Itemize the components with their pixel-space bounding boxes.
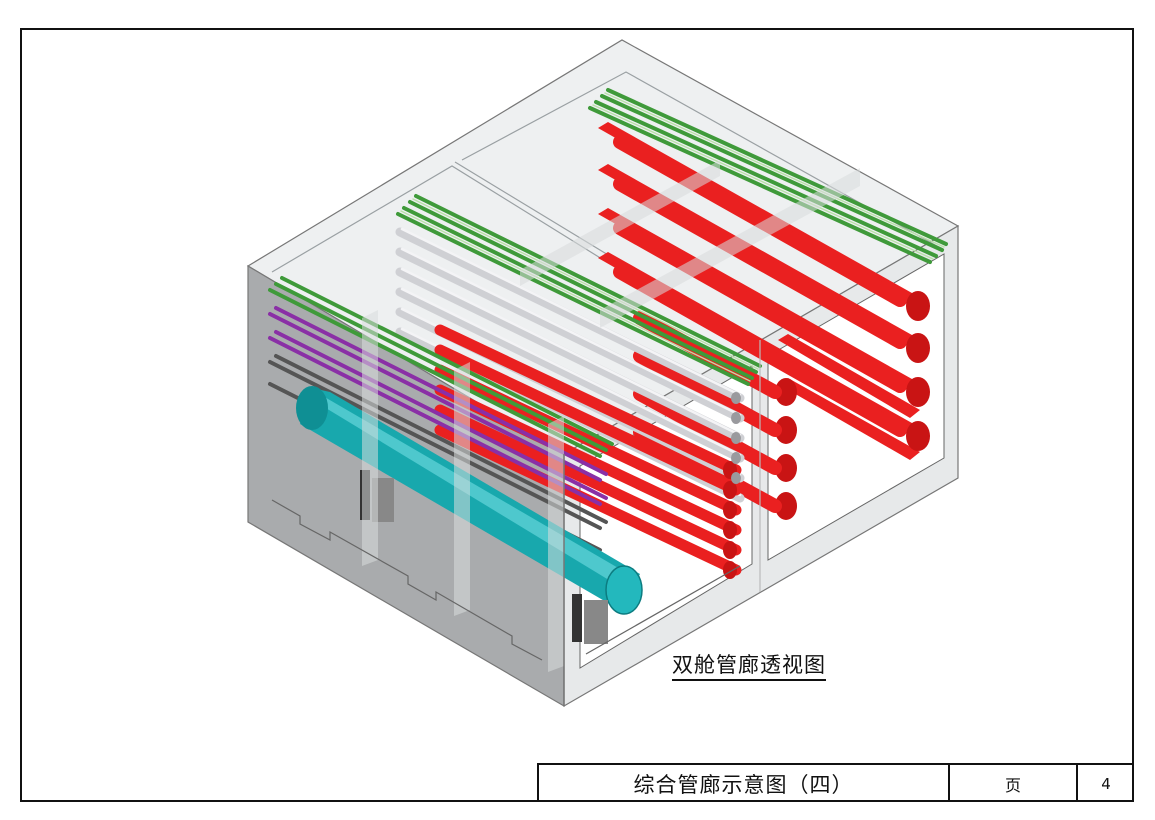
title-block-page-label: 页: [950, 765, 1078, 802]
drawing-caption: 双舱管廊透视图: [672, 652, 826, 681]
green-cable-tray-rear: [588, 88, 948, 264]
title-block-page-number: 4: [1101, 774, 1111, 793]
red-pipes-right: [598, 122, 930, 520]
green-cable-tray-middle: [396, 194, 762, 386]
partition-walls: [362, 160, 860, 672]
title-block: 综合管廊示意图（四） 页 4: [537, 763, 1134, 802]
title-block-title: 综合管廊示意图（四）: [539, 765, 950, 802]
